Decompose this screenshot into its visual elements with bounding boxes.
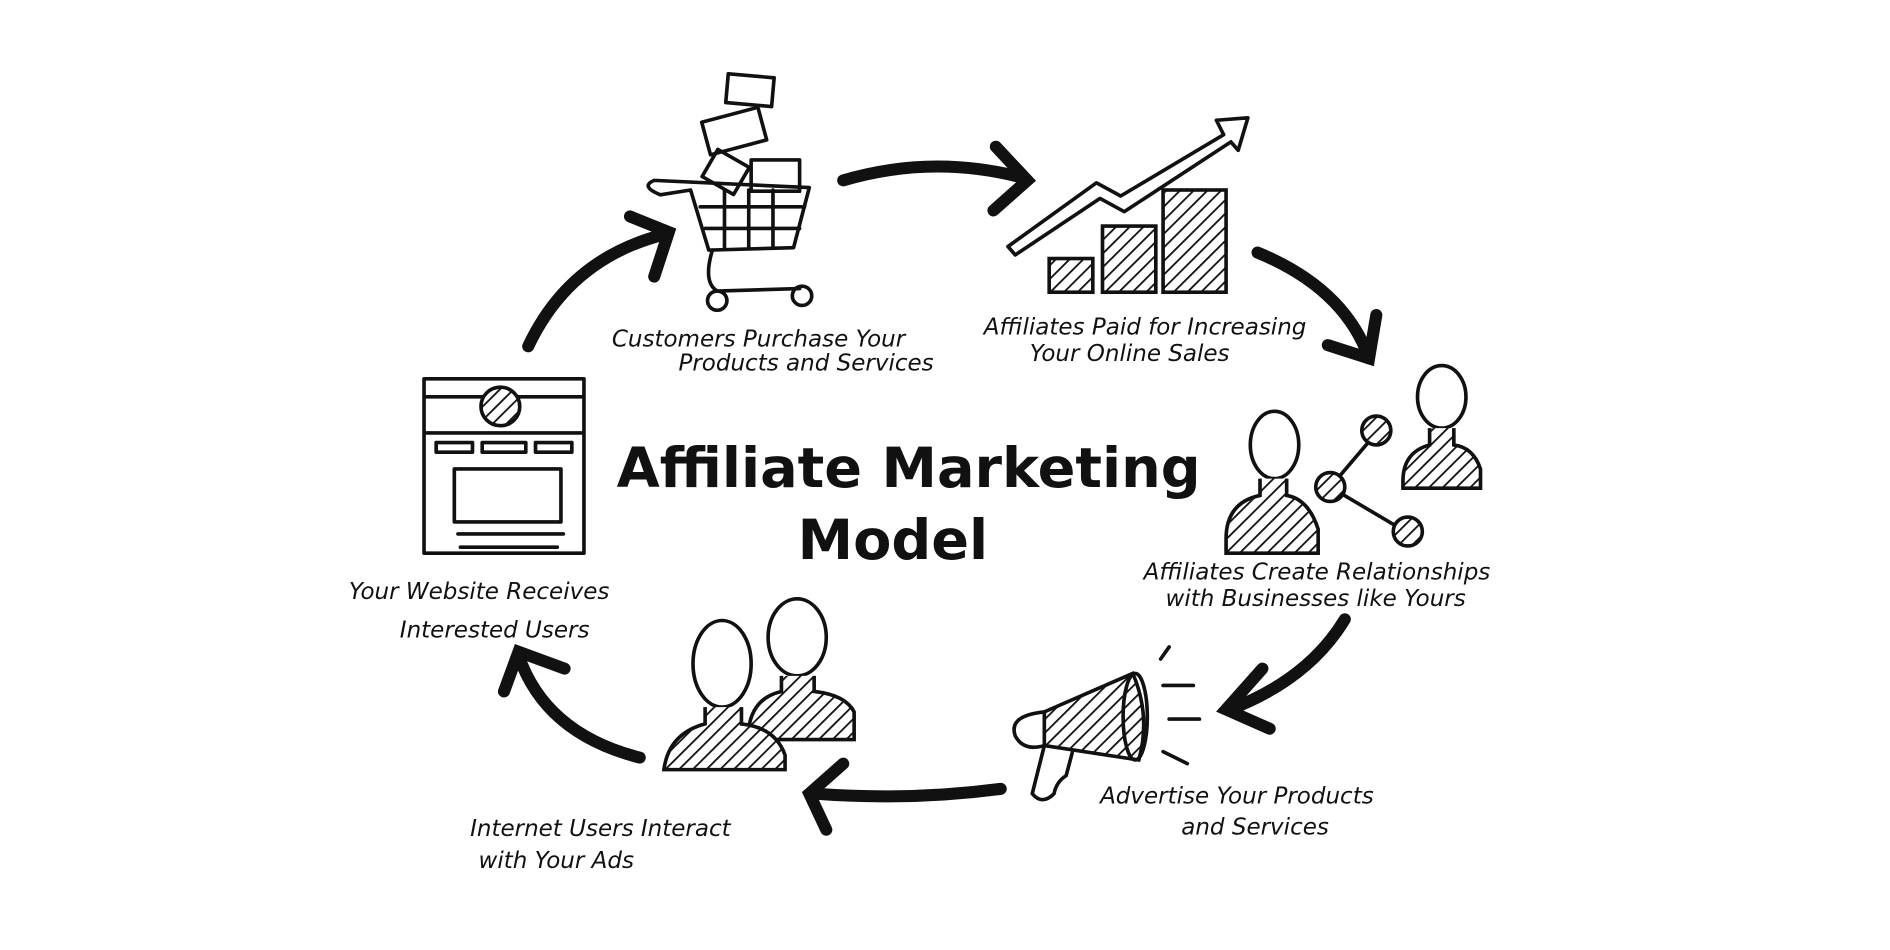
shopping-cart-icon	[646, 72, 814, 313]
arrow-icon	[497, 644, 646, 764]
title-line-2: Model	[798, 508, 989, 573]
step-6-label-line-2: Interested Users	[400, 617, 590, 643]
megaphone-icon	[1012, 645, 1202, 802]
network-people-icon	[1224, 363, 1483, 555]
step-3-label-line-2: with Businesses like Yours	[1166, 586, 1466, 612]
step-1-label-line-2: Products and Services	[678, 350, 933, 376]
arrow-icon	[837, 140, 1037, 217]
step-6-label-line-1: Your Website Receives	[349, 579, 609, 605]
title-line-1: Affiliate Marketing	[617, 436, 1201, 501]
step-2-label-line-1: Affiliates Paid for Increasing	[982, 314, 1307, 340]
website-icon	[422, 376, 586, 555]
arrow-icon	[801, 757, 1007, 836]
step-5-label-line-2: with Your Ads	[479, 848, 634, 874]
arrow-icon	[522, 210, 677, 353]
growth-chart-icon	[1006, 116, 1250, 295]
step-3-label-line-1: Affiliates Create Relationships	[1142, 560, 1491, 586]
arrow-icon	[1251, 246, 1383, 367]
step-4-label-line-1: Advertise Your Products	[1098, 783, 1374, 809]
users-icon	[661, 597, 856, 772]
step-4-label-line-2: and Services	[1181, 815, 1329, 841]
step-1-label-line-1: Customers Purchase Your	[612, 326, 907, 352]
step-5-label-line-1: Internet Users Interact	[470, 816, 732, 842]
cycle-arrows	[497, 140, 1383, 836]
arrow-icon	[1216, 613, 1351, 735]
step-2-label-line-2: Your Online Sales	[1030, 341, 1230, 367]
